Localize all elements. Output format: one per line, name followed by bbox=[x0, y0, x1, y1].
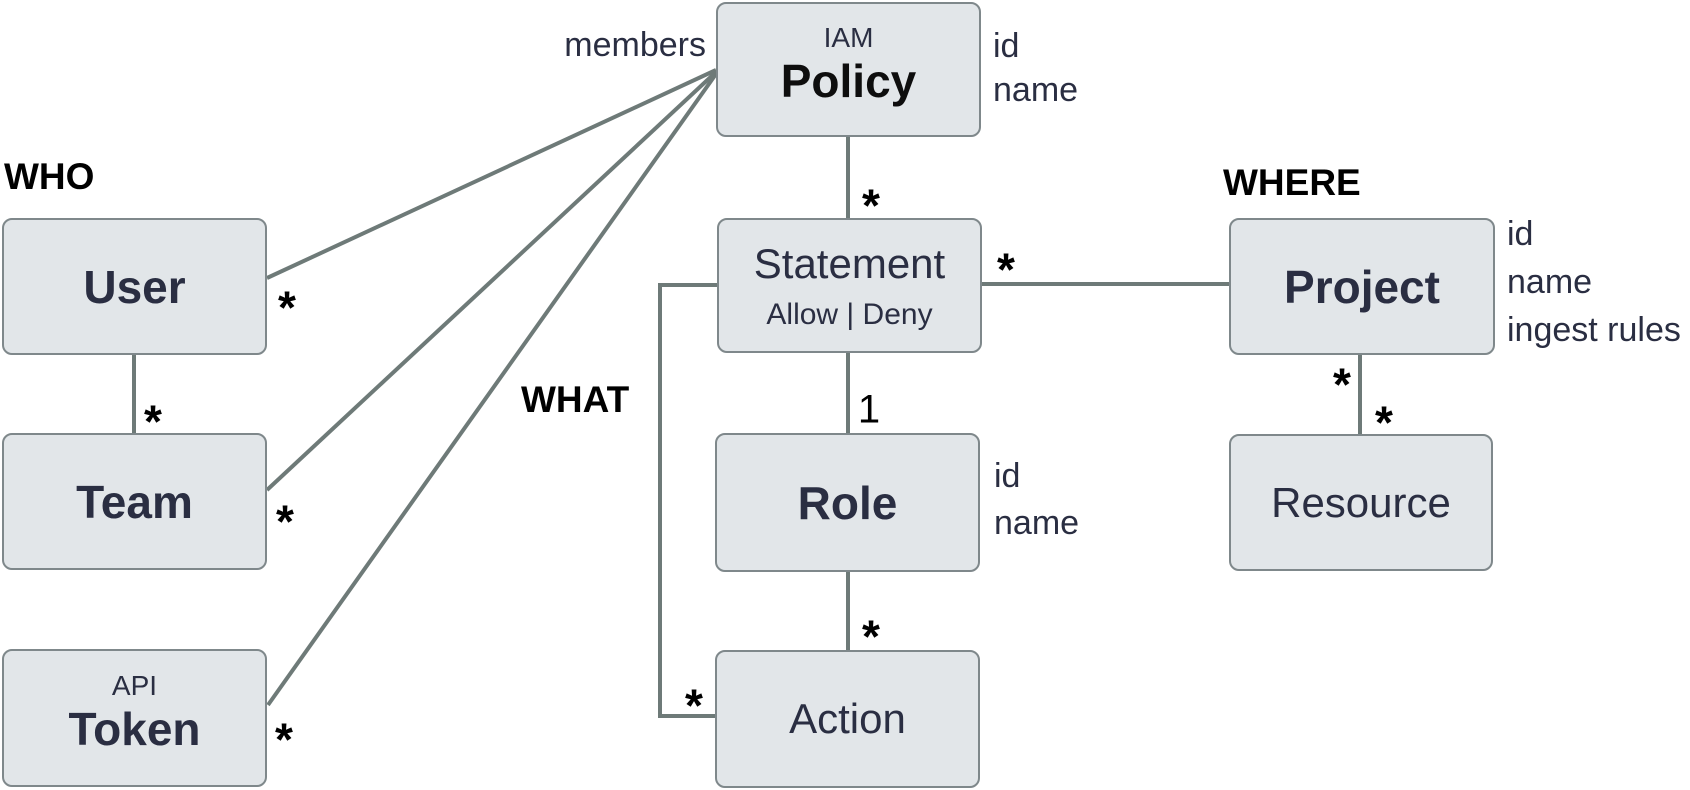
node-api-token: API Token bbox=[2, 649, 267, 787]
node-project-title: Project bbox=[1284, 260, 1440, 313]
group-label-what: WHAT bbox=[521, 379, 630, 420]
attribute-name: name bbox=[993, 71, 1079, 109]
node-user-title: User bbox=[83, 260, 186, 313]
edge-policy-user bbox=[266, 68, 717, 280]
multiplicity-statement-project: * bbox=[997, 243, 1015, 296]
group-label-where: WHERE bbox=[1223, 162, 1361, 203]
multiplicity-user-team: * bbox=[144, 395, 162, 448]
node-user: User bbox=[2, 218, 267, 355]
node-policy-title: Policy bbox=[780, 54, 917, 107]
node-api-token-title: Token bbox=[68, 703, 201, 755]
multiplicity-policy-token: * bbox=[275, 713, 293, 766]
attribute-id: id bbox=[993, 27, 1020, 65]
multiplicity-statement-role: 1 bbox=[857, 387, 881, 432]
node-team: Team bbox=[2, 433, 267, 570]
multiplicity-project-resource-lower: * bbox=[1375, 396, 1393, 449]
edge-policy-team bbox=[265, 70, 718, 492]
edge-label-members: members bbox=[564, 26, 706, 64]
node-team-title: Team bbox=[76, 475, 193, 528]
node-statement-title: Statement bbox=[753, 239, 946, 287]
node-action: Action bbox=[715, 650, 980, 788]
node-action-title: Action bbox=[789, 695, 906, 742]
attribute-id: id bbox=[994, 457, 1021, 495]
attribute-ingest-rules: ingest rules bbox=[1507, 311, 1681, 349]
attribute-name: name bbox=[1507, 263, 1593, 301]
multiplicity-policy-user: * bbox=[278, 281, 296, 334]
group-label-who: WHO bbox=[4, 156, 95, 197]
node-role: Role bbox=[715, 433, 980, 572]
edge-policy-token bbox=[266, 72, 718, 707]
node-statement: Statement Allow | Deny bbox=[717, 218, 982, 353]
attribute-id: id bbox=[1507, 215, 1534, 253]
node-resource-title: Resource bbox=[1271, 478, 1451, 526]
multiplicity-project-resource-upper: * bbox=[1333, 358, 1351, 411]
node-policy-attributes: id name bbox=[993, 24, 1078, 112]
edge-statement-action bbox=[658, 283, 717, 718]
node-statement-subtitle: Allow | Deny bbox=[766, 297, 933, 331]
attribute-name: name bbox=[994, 504, 1080, 542]
node-api-token-pretitle: API bbox=[111, 670, 158, 701]
node-role-title: Role bbox=[797, 476, 898, 529]
multiplicity-policy-statement: * bbox=[862, 179, 880, 232]
node-role-attributes: id name bbox=[994, 453, 1079, 547]
node-project: Project bbox=[1229, 218, 1495, 355]
multiplicity-role-action: * bbox=[862, 610, 880, 663]
node-resource: Resource bbox=[1229, 434, 1493, 571]
multiplicity-statement-action: * bbox=[685, 679, 703, 732]
node-policy: IAM Policy bbox=[716, 2, 981, 137]
multiplicity-policy-team: * bbox=[276, 495, 294, 548]
node-policy-pretitle: IAM bbox=[823, 21, 874, 53]
node-project-attributes: id name ingest rules bbox=[1507, 210, 1681, 354]
